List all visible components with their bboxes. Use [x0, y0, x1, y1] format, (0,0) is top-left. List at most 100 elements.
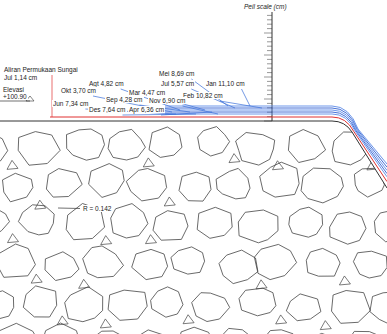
stone [132, 249, 168, 279]
stone [171, 247, 205, 274]
stone [177, 327, 215, 334]
stone [330, 212, 366, 244]
stone [42, 323, 80, 334]
water-level-line [165, 106, 387, 164]
riprap-stones [0, 124, 387, 334]
stone [236, 133, 275, 166]
stone [289, 207, 323, 237]
scale-tick [267, 94, 272, 95]
stone [108, 290, 147, 320]
stone [3, 173, 33, 202]
scale-tick [264, 33, 272, 34]
annotation-label: Apr 6,36 cm [128, 106, 165, 113]
scale-tick [267, 28, 272, 29]
stone [131, 330, 165, 334]
small-stone [256, 280, 267, 289]
stone [260, 162, 299, 197]
scale-tick [267, 41, 272, 42]
scale-tick [267, 46, 272, 47]
small-stone [143, 158, 154, 167]
water-level-lines [50, 106, 387, 182]
stone [65, 287, 103, 322]
annotation-label: Agt 4,82 cm [88, 80, 125, 87]
scale-tick [267, 81, 272, 82]
leader-line [242, 89, 251, 106]
annotation-label: Des 7,64 cm [88, 106, 127, 113]
annotation-label: Aliran Permukaan Sungai [3, 66, 79, 73]
small-stone [229, 154, 240, 163]
scale-tick [267, 90, 272, 91]
annotation-label: R = 0.142 [82, 205, 112, 212]
stone [126, 169, 166, 201]
stone [353, 251, 387, 278]
stone [219, 250, 258, 284]
small-stone [101, 236, 112, 245]
small-stone [276, 315, 287, 324]
stone [149, 127, 182, 157]
annotation-label: +100.90 [2, 93, 28, 100]
stone [354, 168, 384, 197]
stone [0, 207, 10, 237]
stone [0, 244, 35, 277]
small-stone [31, 274, 42, 283]
small-stone [35, 200, 46, 209]
annotation-label: Mar 4,47 cm [128, 89, 166, 96]
scale-tick [267, 103, 272, 104]
scale-tick [267, 63, 272, 64]
stone [18, 205, 54, 235]
stone [332, 291, 371, 324]
annotation-label: Sep 4,28 cm [105, 96, 144, 103]
small-stone [100, 319, 111, 328]
stone [0, 131, 8, 161]
stone [261, 330, 296, 334]
stone [306, 333, 340, 334]
stone [238, 210, 278, 243]
stone [301, 168, 343, 203]
stone [153, 211, 188, 241]
leader-line [220, 101, 262, 108]
stone [23, 286, 56, 317]
stone [306, 248, 340, 276]
scale-tick [267, 59, 272, 60]
stone [218, 328, 256, 334]
leader-line [52, 75, 53, 117]
scale-tick [267, 68, 272, 69]
stone [18, 132, 60, 166]
scale-tick [267, 85, 272, 86]
scale-tick [264, 99, 272, 100]
stone [370, 292, 387, 324]
river-surface-line [50, 117, 387, 182]
water-level-line [165, 110, 387, 170]
leader-line [161, 112, 212, 115]
leader-line [123, 114, 197, 115]
stone [239, 288, 276, 316]
stone [286, 294, 321, 321]
small-stone [8, 234, 19, 243]
annotation-label: Feb 10,82 cm [182, 92, 224, 99]
stone [111, 204, 148, 238]
scale-tick [264, 77, 272, 78]
stone [45, 252, 79, 281]
small-stone [7, 160, 18, 169]
stone [89, 164, 125, 198]
scale-tick [267, 50, 272, 51]
stone [192, 293, 230, 322]
small-stone [164, 197, 175, 206]
stone [67, 129, 105, 160]
small-stone [183, 315, 194, 324]
scale-tick [267, 37, 272, 38]
annotation-label: Jan 11,10 cm [205, 80, 246, 87]
stone [374, 210, 387, 242]
stone [88, 331, 129, 334]
scale-tick [267, 72, 272, 73]
annotation-label: Jul 1,14 cm [3, 74, 38, 81]
stone [0, 291, 14, 321]
annotation-label: Elevasi [2, 86, 25, 93]
small-stone [339, 276, 350, 285]
annotation-label: Okt 3,70 cm [60, 87, 97, 94]
leader-line [58, 208, 80, 210]
stone [254, 244, 296, 279]
